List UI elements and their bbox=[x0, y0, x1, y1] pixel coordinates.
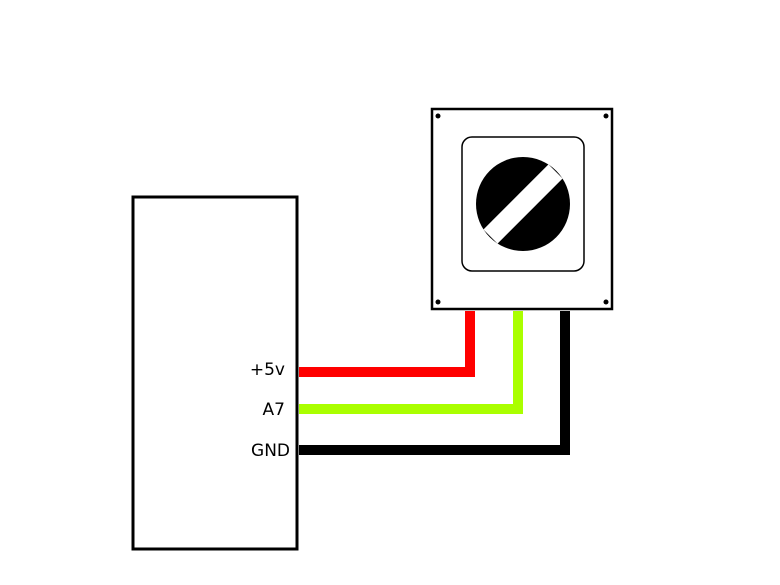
wire-a7 bbox=[299, 311, 523, 414]
mounting-hole-top-right bbox=[603, 113, 609, 119]
pin-label-gnd: GND bbox=[251, 441, 290, 461]
mounting-hole-bottom-right bbox=[603, 299, 609, 305]
pin-label-5v: +5v bbox=[250, 360, 285, 380]
microcontroller-board bbox=[131, 195, 299, 551]
wire-gnd bbox=[299, 311, 570, 455]
knob-slot bbox=[483, 164, 563, 244]
pin-label-a7: A7 bbox=[263, 400, 285, 420]
mounting-hole-bottom-left bbox=[435, 299, 441, 305]
potentiometer-module bbox=[430, 107, 614, 311]
mounting-hole-top-left bbox=[435, 113, 441, 119]
wire-5v bbox=[299, 311, 475, 377]
knob-icon bbox=[476, 157, 570, 251]
